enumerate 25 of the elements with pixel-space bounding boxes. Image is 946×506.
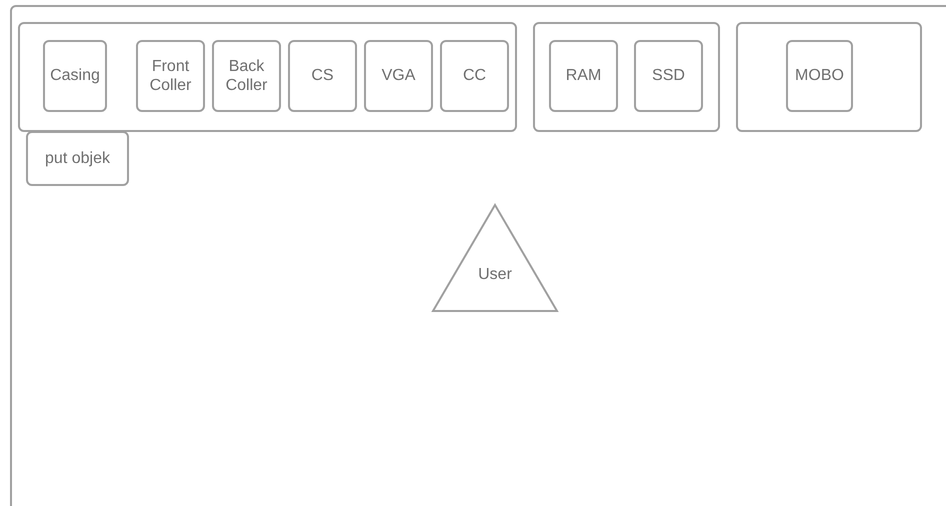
component-box xyxy=(136,40,205,112)
component-label: RAM xyxy=(566,66,602,86)
component-label: CS xyxy=(311,66,334,86)
component-label: put objek xyxy=(45,148,110,168)
component-label: SSD xyxy=(652,66,685,86)
component-box xyxy=(549,40,618,112)
component-label: Front Coller xyxy=(148,56,192,96)
group-frame xyxy=(533,22,720,132)
component-label: Casing xyxy=(50,66,100,86)
component-label: CC xyxy=(462,66,486,86)
component-box xyxy=(288,40,357,112)
component-box xyxy=(440,40,509,112)
component-box xyxy=(212,40,281,112)
component-box xyxy=(43,40,107,112)
group-frame xyxy=(18,22,517,132)
actor-label: User xyxy=(478,264,512,284)
component-label: Back Coller xyxy=(224,56,268,96)
group-frame xyxy=(736,22,922,132)
component-box xyxy=(786,40,853,112)
group-frame xyxy=(10,5,946,506)
component-box xyxy=(364,40,433,112)
component-box xyxy=(26,131,129,186)
component-label: VGA xyxy=(382,66,416,86)
component-label: MOBO xyxy=(795,66,844,86)
component-box xyxy=(634,40,703,112)
